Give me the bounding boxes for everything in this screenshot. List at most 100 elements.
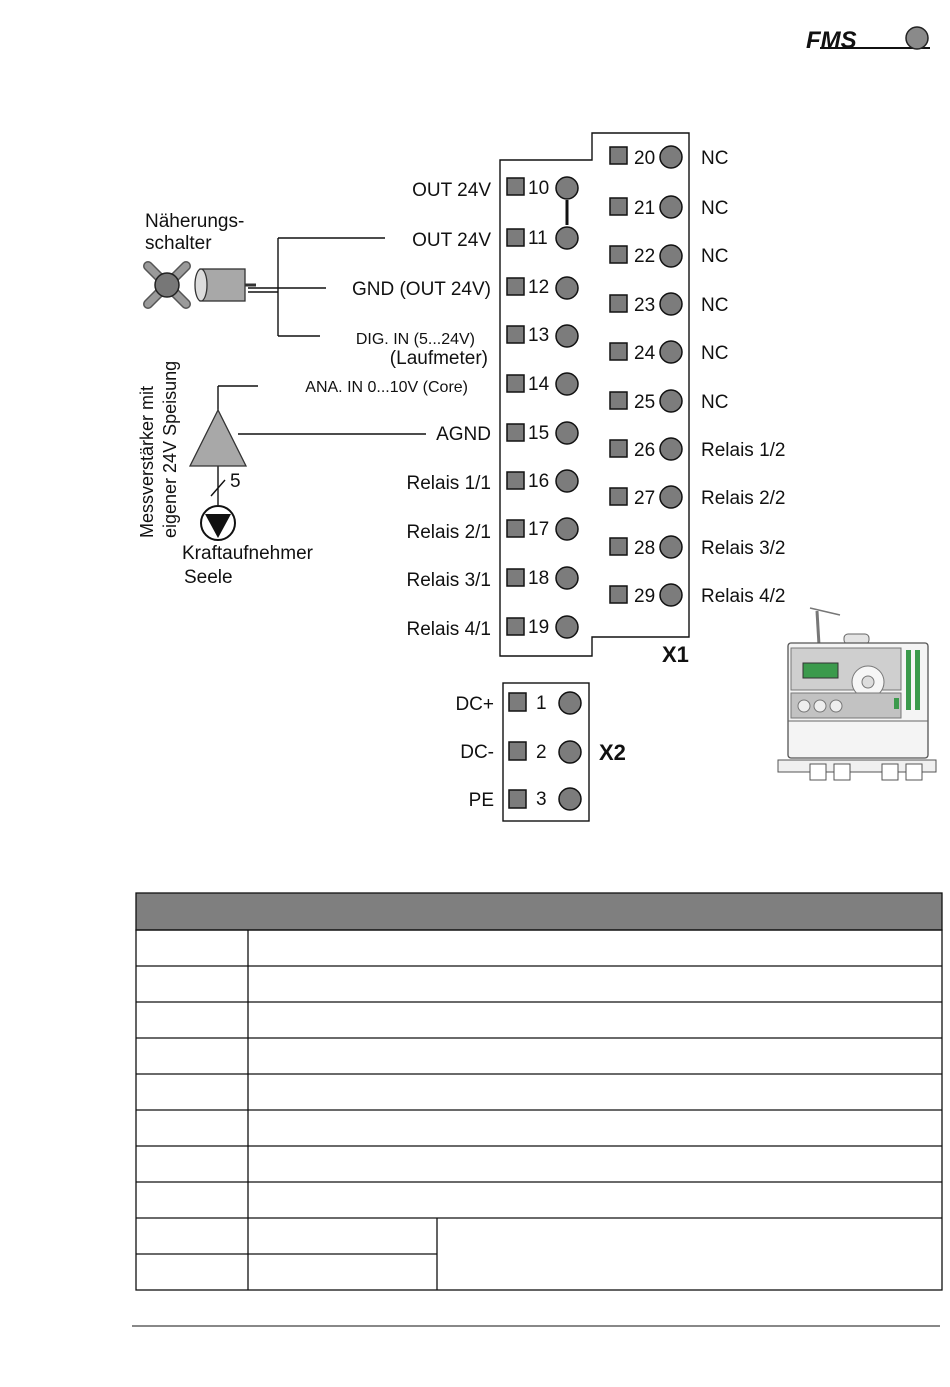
pin-number: 1 <box>536 693 547 714</box>
pin-label: DIG. IN (5...24V) <box>356 331 475 348</box>
pin-number: 12 <box>528 277 549 298</box>
amplifier-label-1: Messverstärker mit <box>137 386 157 538</box>
terminal-square <box>506 568 525 587</box>
amplifier-wiring <box>210 385 426 505</box>
pin-number: 23 <box>634 295 655 316</box>
proximity-switch-wiring <box>248 237 385 337</box>
pin-label: NC <box>701 343 728 364</box>
terminal-screw <box>659 485 683 509</box>
pin-number: 17 <box>528 519 549 540</box>
pin-number: 19 <box>528 617 549 638</box>
pin-label: NC <box>701 198 728 219</box>
terminal-screw <box>659 389 683 413</box>
wire-count-label: 5 <box>230 471 241 492</box>
terminal-screw <box>659 145 683 169</box>
terminal-screw <box>555 615 579 639</box>
sensor-label-2: Seele <box>184 567 233 588</box>
x1-connector-outline <box>499 132 690 657</box>
device-housing-illustration <box>777 607 937 781</box>
terminal-square <box>609 146 628 165</box>
terminal-square <box>506 177 525 196</box>
ana-in-label: ANA. IN 0...10V (Core) <box>305 379 468 396</box>
terminal-screw <box>555 226 579 250</box>
terminal-screw <box>558 691 582 715</box>
terminal-square <box>609 245 628 264</box>
pin-table <box>135 892 943 1291</box>
pin-label: DC+ <box>455 694 494 715</box>
terminal-screw <box>555 421 579 445</box>
pin-number: 3 <box>536 789 547 810</box>
x1-right-pins: 20 21 22 23 24 25 26 27 28 29 NC NC NC N… <box>609 145 786 607</box>
terminal-square <box>506 228 525 247</box>
terminal-screw <box>555 469 579 493</box>
laufmeter-label: (Laufmeter) <box>390 348 488 369</box>
terminal-square <box>609 487 628 506</box>
pin-number: 22 <box>634 246 655 267</box>
terminal-square <box>609 391 628 410</box>
terminal-square <box>506 325 525 344</box>
pin-number: 21 <box>634 198 655 219</box>
terminal-square <box>508 789 527 809</box>
terminal-screw <box>659 535 683 559</box>
terminal-screw <box>659 244 683 268</box>
pin-label: Relais 4/1 <box>407 619 492 640</box>
logo-ball-icon <box>905 26 929 50</box>
terminal-screw <box>555 276 579 300</box>
terminal-square <box>508 741 527 761</box>
terminal-screw <box>659 195 683 219</box>
amplifier-label-2: eigener 24V Speisung <box>160 361 180 538</box>
terminal-screw <box>659 340 683 364</box>
pin-number: 18 <box>528 568 549 589</box>
pin-number: 13 <box>528 325 549 346</box>
pin-number: 16 <box>528 471 549 492</box>
proximity-label-2: schalter <box>145 233 212 254</box>
pin-label: DC- <box>460 742 494 763</box>
pin-label: NC <box>701 148 728 169</box>
terminal-screw <box>555 517 579 541</box>
pin-number: 24 <box>634 343 656 364</box>
amplifier-triangle-icon <box>188 408 248 467</box>
pin-number: 29 <box>634 586 655 607</box>
pin-label: Relais 1/1 <box>407 473 492 494</box>
x2-pins: 1 2 3 DC+ DC- PE <box>455 691 582 811</box>
x2-connector-outline <box>502 682 590 822</box>
terminal-screw <box>659 583 683 607</box>
pin-number: 10 <box>528 178 549 199</box>
terminal-square <box>506 471 525 490</box>
pin-label: Relais 3/2 <box>701 538 786 559</box>
terminal-square <box>609 294 628 313</box>
pin-label: Relais 2/2 <box>701 488 786 509</box>
proximity-switch-icon <box>143 261 256 309</box>
pin-label: Relais 2/1 <box>407 522 492 543</box>
table-header <box>135 892 943 931</box>
pin-number: 26 <box>634 440 655 461</box>
terminal-square <box>506 374 525 393</box>
terminal-screw <box>659 437 683 461</box>
terminal-square <box>506 277 525 296</box>
terminal-square <box>506 617 525 636</box>
pin-label: Relais 3/1 <box>407 570 492 591</box>
pin-label: AGND <box>436 424 491 445</box>
terminal-screw <box>555 324 579 348</box>
pin-label: NC <box>701 392 728 413</box>
load-cell-icon <box>200 505 236 541</box>
terminal-screw <box>558 740 582 764</box>
terminal-screw <box>555 372 579 396</box>
pin-number: 25 <box>634 392 655 413</box>
pin-number: 2 <box>536 742 547 763</box>
pin-label: Relais 1/2 <box>701 440 786 461</box>
pin-label: NC <box>701 295 728 316</box>
pin-number: 14 <box>528 374 550 395</box>
terminal-square <box>609 197 628 216</box>
terminal-square <box>508 692 527 712</box>
pin-number: 11 <box>528 228 548 249</box>
pin-label: OUT 24V <box>412 230 491 251</box>
terminal-square <box>506 423 525 442</box>
pin-label: OUT 24V <box>412 180 491 201</box>
sensor-label-1: Kraftaufnehmer <box>182 543 314 564</box>
terminal-square <box>609 342 628 361</box>
pin-label: PE <box>469 790 494 811</box>
pin-number: 28 <box>634 538 655 559</box>
terminal-square <box>609 537 628 556</box>
